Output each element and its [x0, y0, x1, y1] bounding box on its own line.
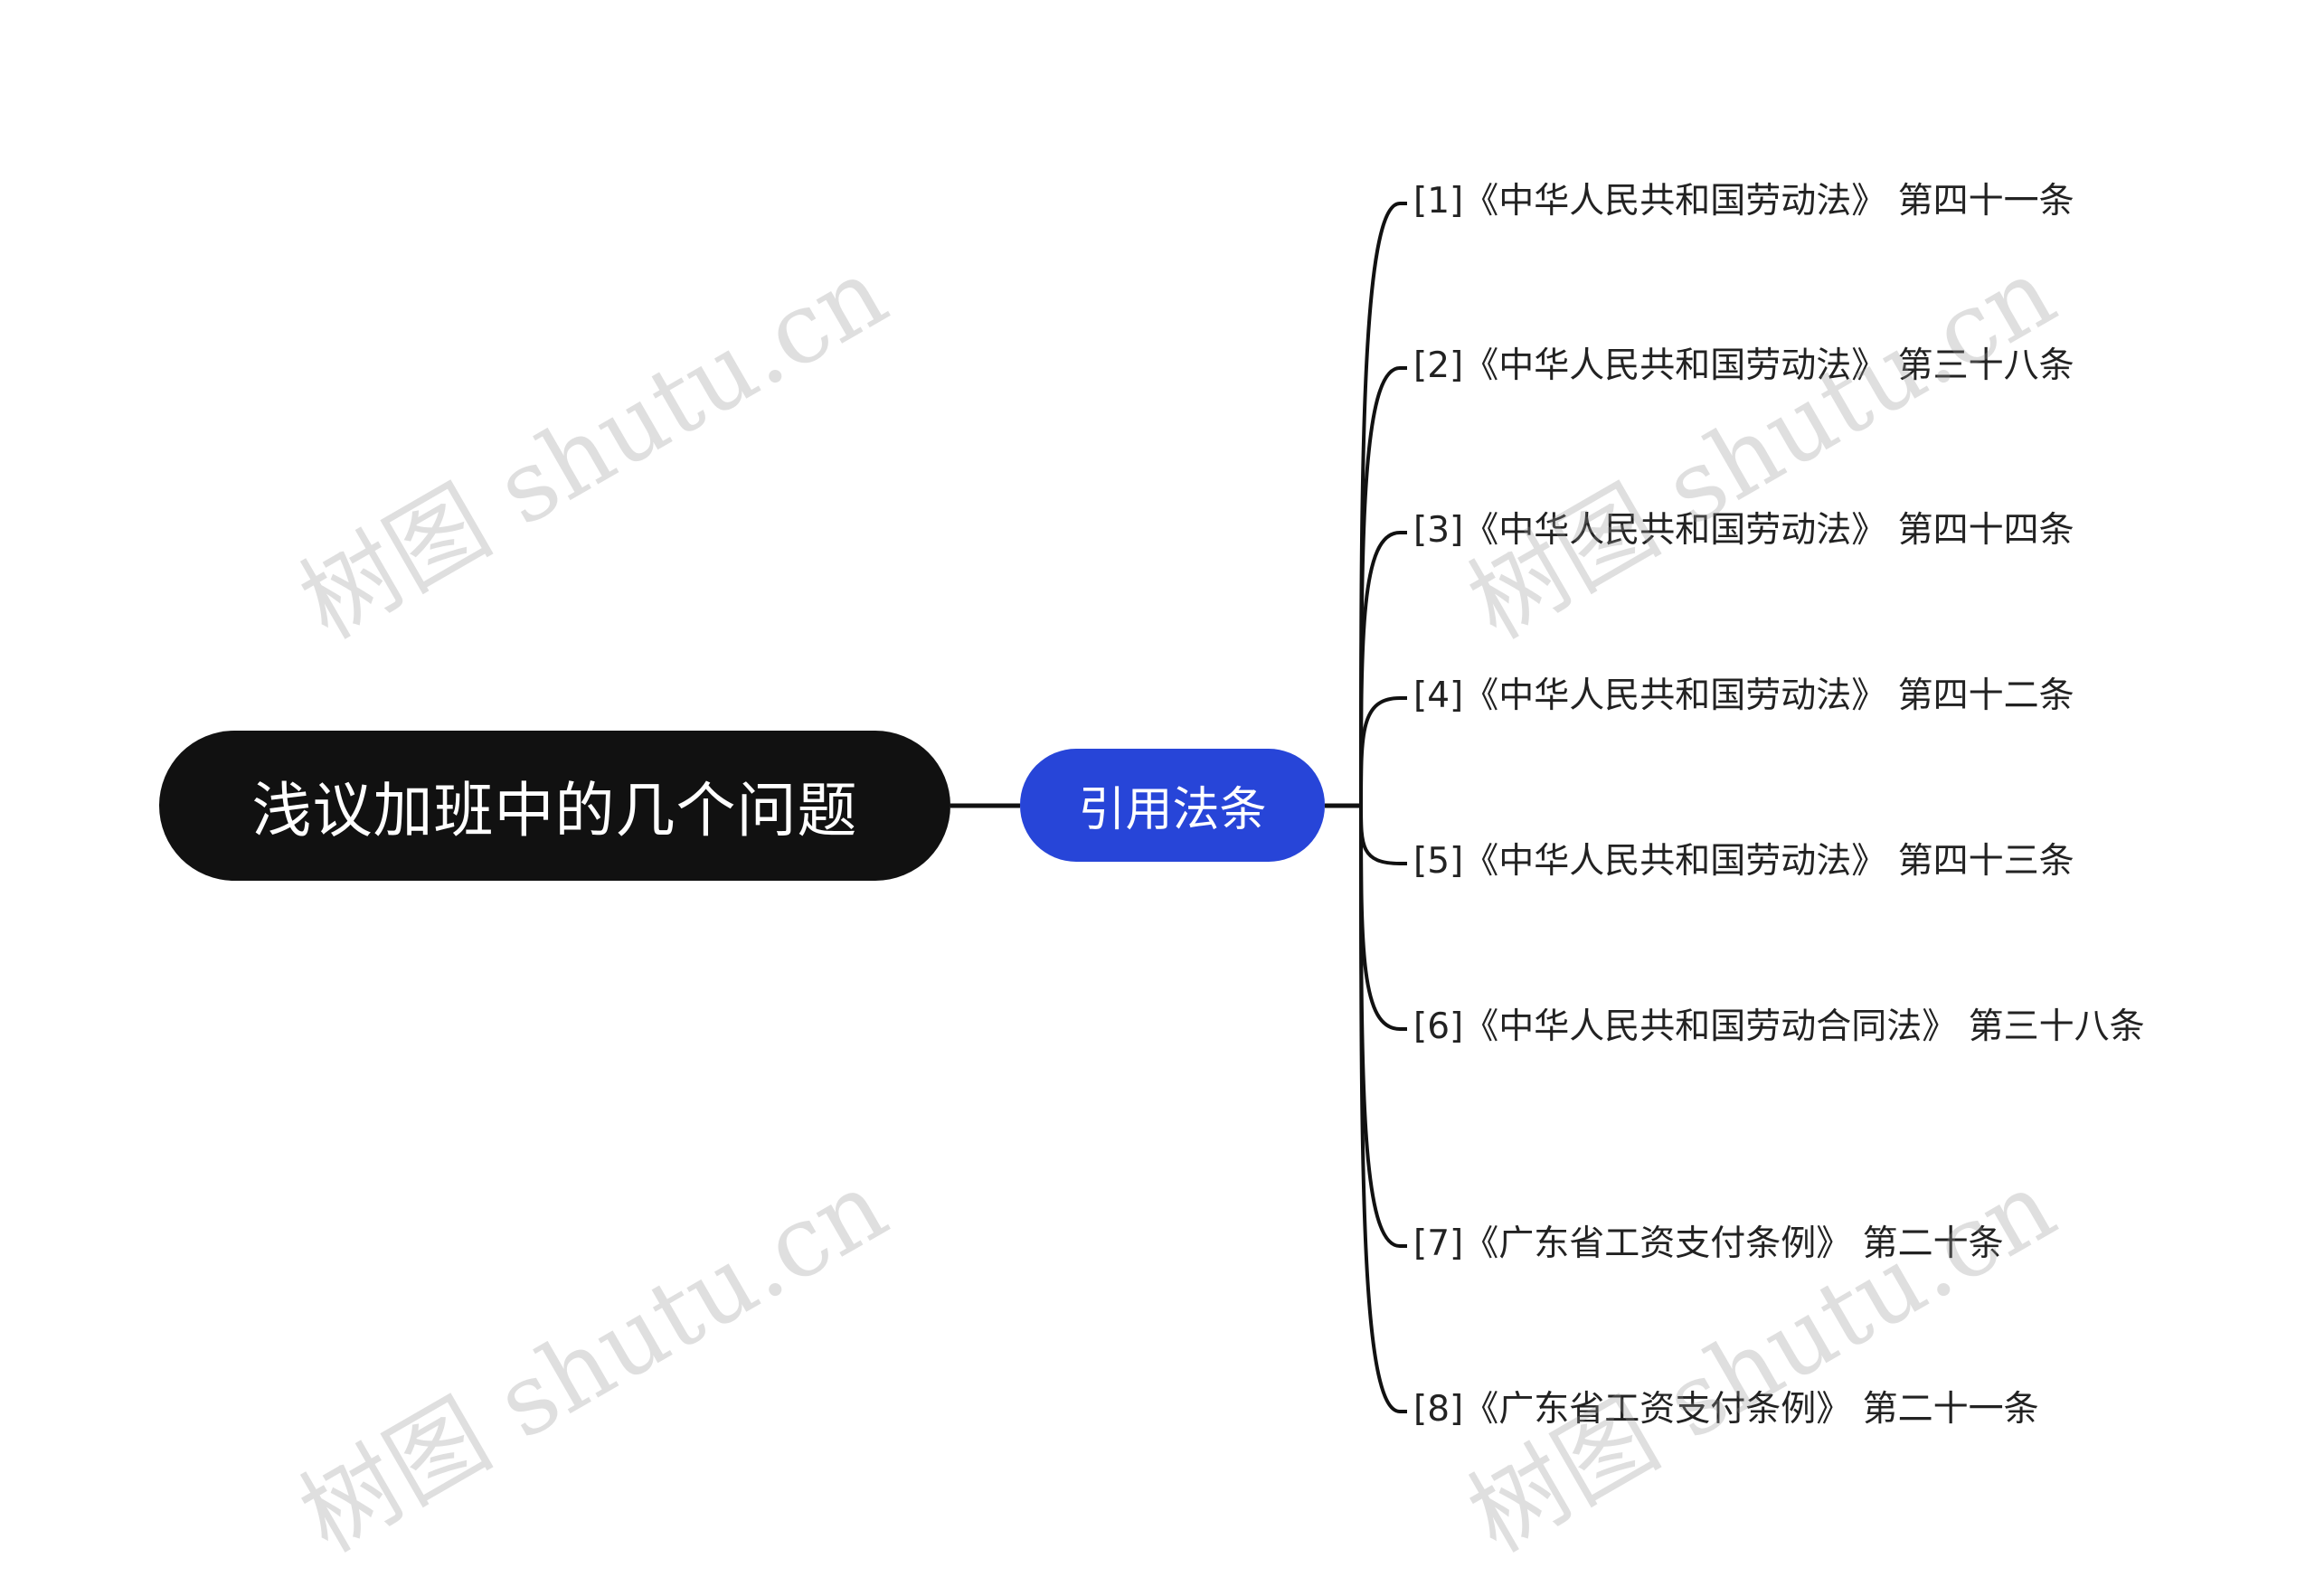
leaf-topic-5[interactable]: [5]《中华人民共和国劳动法》 第四十三条: [1413, 841, 2074, 882]
leaf-topic-2[interactable]: [2]《中华人民共和国劳动法》 第三十八条: [1413, 345, 2074, 386]
leaf-connector-4: [1359, 696, 1407, 807]
leaf-topic-6[interactable]: [6]《中华人民共和国劳动合同法》 第三十八条: [1413, 1006, 2145, 1047]
branch-topic-label: 引用法条: [1078, 783, 1267, 837]
leaf-topic-1[interactable]: [1]《中华人民共和国劳动法》 第四十一条: [1413, 181, 2074, 222]
leaf-topic-7[interactable]: [7]《广东省工资支付条例》 第二十条: [1413, 1223, 2004, 1264]
leaf-topic-8[interactable]: [8]《广东省工资支付条例》 第二十一条: [1413, 1389, 2039, 1430]
leaf-connector-5: [1359, 805, 1407, 865]
leaf-connector-3: [1359, 531, 1407, 807]
leaf-topic-4[interactable]: [4]《中华人民共和国劳动法》 第四十二条: [1413, 675, 2074, 716]
root-topic-label: 浅议加班中的几个问题: [251, 776, 858, 845]
leaf-connector-7: [1359, 805, 1407, 1248]
root-topic[interactable]: 浅议加班中的几个问题: [159, 731, 950, 881]
leaf-connector-8: [1359, 805, 1407, 1413]
leaf-connector-6: [1359, 805, 1407, 1031]
branch-topic[interactable]: 引用法条: [1020, 749, 1325, 862]
leaf-topic-3[interactable]: [3]《中华人民共和国劳动法》 第四十四条: [1413, 510, 2074, 551]
